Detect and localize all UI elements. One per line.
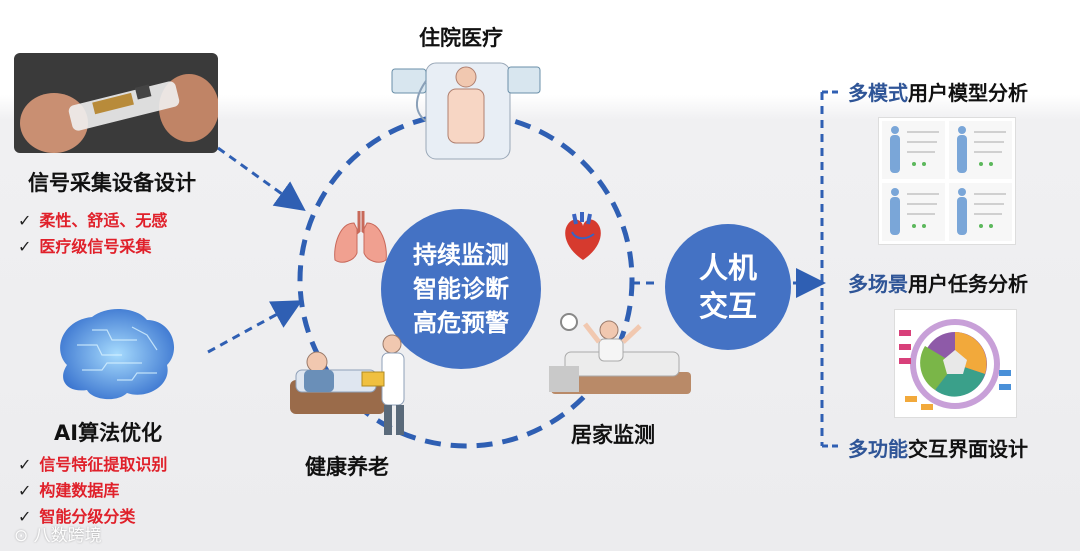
hci-line: 人机	[698, 251, 757, 285]
device-photo	[14, 53, 218, 153]
human-computer-interaction-circle: 人机 交互	[665, 224, 791, 350]
device-design-bullets: ✓柔性、舒适、无感 ✓医疗级信号采集	[18, 208, 167, 260]
ai-brain-illustration	[60, 309, 175, 400]
home-monitoring-illustration	[549, 313, 691, 394]
home-monitoring-label: 居家监测	[571, 423, 655, 447]
elderly-care-label: 健康养老	[305, 455, 389, 479]
device-design-title: 信号采集设备设计	[28, 171, 196, 195]
core-function-line: 高危预警	[413, 309, 509, 337]
user-task-analysis-label: 多场景用户任务分析	[848, 272, 1028, 296]
hci-line: 交互	[698, 289, 757, 323]
lungs-icon	[334, 211, 387, 263]
check-icon: ✓	[18, 455, 32, 474]
bullet-item: ✓柔性、舒适、无感	[18, 211, 168, 230]
watermark-logo-icon: ⊙	[14, 526, 34, 546]
core-function-line: 持续监测	[413, 241, 509, 269]
check-icon: ✓	[18, 481, 32, 500]
user-model-thumbnail	[878, 117, 1016, 245]
ai-optimization-bullets: ✓信号特征提取识别 ✓构建数据库 ✓智能分级分类	[18, 452, 167, 530]
ai-optimization-title: AI算法优化	[54, 421, 163, 445]
inpatient-label: 住院医疗	[419, 26, 503, 50]
bullet-item: ✓智能分级分类	[18, 507, 136, 526]
core-functions-circle: 持续监测 智能诊断 高危预警	[381, 209, 541, 369]
check-icon: ✓	[18, 211, 32, 230]
arrow-device-to-orbit	[217, 146, 306, 211]
watermark: ⊙ 八数跨境	[14, 526, 102, 546]
user-task-thumbnail	[894, 309, 1017, 418]
bullet-item: ✓构建数据库	[18, 481, 120, 500]
bullet-item: ✓医疗级信号采集	[18, 237, 152, 256]
interface-design-label: 多功能交互界面设计	[848, 437, 1028, 461]
inpatient-illustration	[391, 62, 541, 160]
bullet-item: ✓信号特征提取识别	[18, 455, 168, 474]
arrow-ai-to-orbit	[207, 300, 303, 354]
heart-icon	[565, 212, 601, 260]
core-function-line: 智能诊断	[413, 275, 509, 303]
user-model-analysis-label: 多模式用户模型分析	[848, 81, 1028, 105]
check-icon: ✓	[18, 237, 32, 256]
elderly-care-illustration	[290, 334, 405, 435]
check-icon: ✓	[18, 507, 32, 526]
